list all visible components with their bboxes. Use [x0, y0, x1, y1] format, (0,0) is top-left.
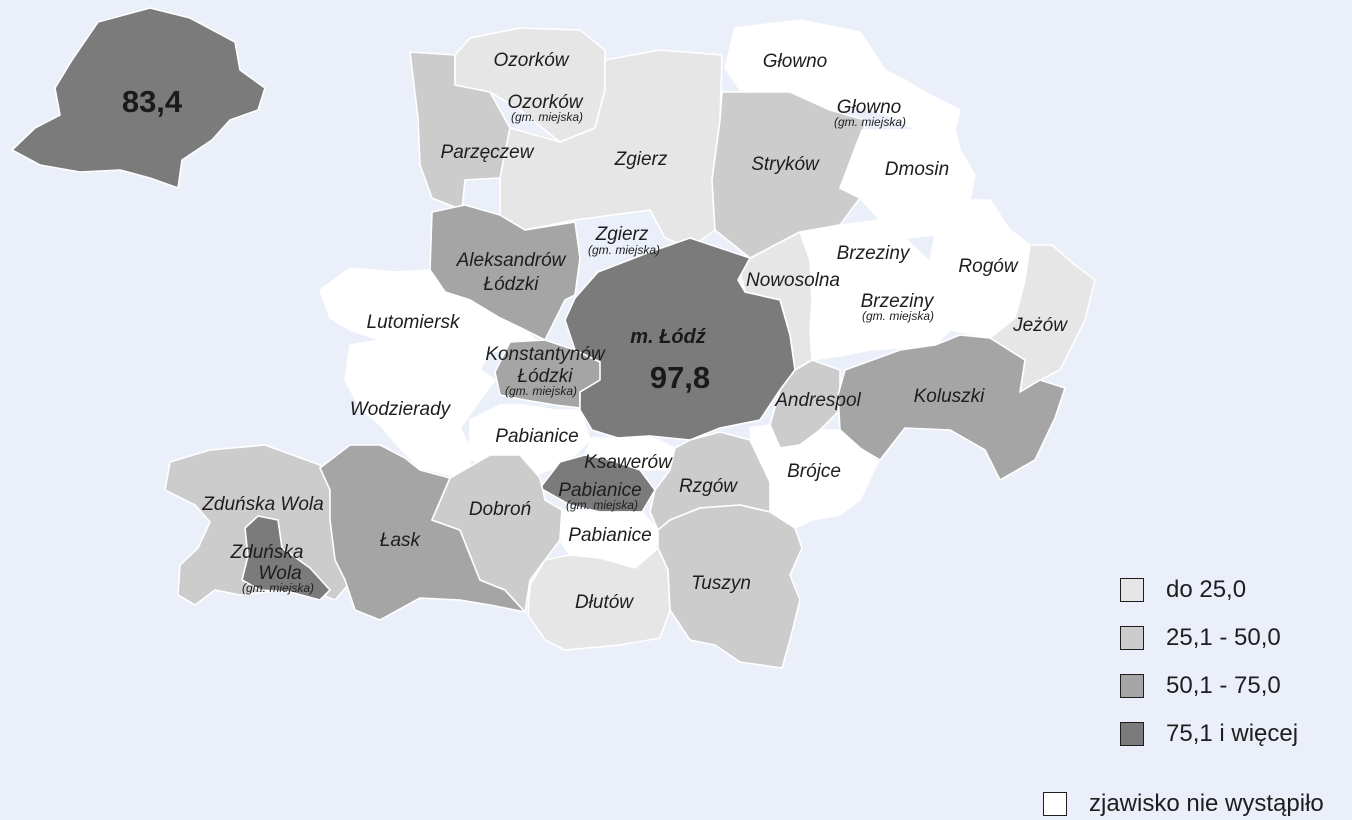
legend-label-class-1: do 25,0	[1166, 576, 1247, 603]
legend-item-class-2: 25,1 - 50,0	[1120, 614, 1298, 662]
label-lask: Łask	[380, 530, 422, 551]
label-rogow: Rogów	[958, 256, 1018, 277]
region-m-lodz[interactable]	[564, 237, 796, 441]
sublabel-zdunska-m: (gm. miejska)	[242, 581, 314, 595]
legend-label-no-data: zjawisko nie wystąpiło	[1089, 790, 1324, 817]
label-zgierz-m: Zgierz	[595, 224, 649, 245]
inset-value-label: 83,4	[122, 84, 183, 119]
region-brzeziny[interactable]	[799, 219, 951, 361]
region-dlutow[interactable]	[527, 547, 671, 651]
sublabel-brzeziny-m: (gm. miejska)	[862, 309, 934, 323]
label-city-value: 97,8	[650, 360, 710, 395]
legend-no-data: zjawisko nie wystąpiło	[1043, 790, 1324, 818]
legend-swatch-class-1	[1120, 578, 1144, 602]
label-tuszyn: Tuszyn	[691, 573, 751, 594]
label-city-name: m. Łódź	[630, 326, 707, 348]
label-nowosolna: Nowosolna	[746, 270, 840, 291]
label-konstantynow-1: Konstantynów	[485, 344, 606, 365]
sublabel-ozorkow-m: (gm. miejska)	[511, 110, 583, 124]
label-strykow: Stryków	[751, 154, 820, 175]
map-legend: do 25,0 25,1 - 50,0 50,1 - 75,0 75,1 i w…	[1120, 566, 1298, 758]
region-tuszyn[interactable]	[657, 504, 803, 669]
label-lutomiersk: Lutomiersk	[367, 312, 461, 333]
region-dobron[interactable]	[431, 454, 563, 613]
legend-swatch-class-3	[1120, 674, 1144, 698]
label-glowno: Głowno	[763, 51, 827, 72]
region-zdunska-wola-gmina-miejska[interactable]	[241, 515, 331, 601]
legend-item-class-4: 75,1 i więcej	[1120, 710, 1298, 758]
sublabel-pabianice-m: (gm. miejska)	[566, 498, 638, 512]
label-jezow: Jeżów	[1012, 315, 1068, 336]
legend-item-class-3: 50,1 - 75,0	[1120, 662, 1298, 710]
label-pabianice-w: Pabianice	[495, 426, 578, 447]
region-pabianice-gmina-miejska[interactable]	[539, 454, 656, 513]
label-brojce: Brójce	[787, 461, 841, 482]
sublabel-zgierz-m: (gm. miejska)	[588, 243, 660, 257]
label-koluszki: Koluszki	[914, 386, 986, 407]
label-zdunska: Zduńska Wola	[201, 494, 323, 515]
label-zgierz: Zgierz	[614, 149, 668, 170]
legend-label-class-2: 25,1 - 50,0	[1166, 624, 1281, 651]
label-dobron: Dobroń	[469, 499, 531, 520]
label-brzeziny: Brzeziny	[837, 243, 911, 264]
legend-label-class-4: 75,1 i więcej	[1166, 720, 1299, 747]
label-aleksandrow-2: Łódzki	[484, 274, 540, 295]
label-ozorkow-m: Ozorków	[508, 92, 584, 113]
label-brzeziny-m: Brzeziny	[861, 291, 935, 312]
region-parzeczew[interactable]	[409, 51, 511, 211]
label-zdunska-m-2: Wola	[258, 563, 301, 584]
sublabel-konstantynow: (gm. miejska)	[505, 384, 577, 398]
label-rzgow: Rzgów	[679, 476, 738, 497]
label-pabianice-s: Pabianice	[568, 525, 651, 546]
label-glowno-m: Głowno	[837, 97, 901, 118]
label-aleksandrow-1: Aleksandrów	[456, 250, 567, 271]
label-ozorkow: Ozorków	[494, 50, 570, 71]
label-konstantynow-2: Łódzki	[518, 366, 574, 387]
label-ksawerow: Ksawerów	[584, 452, 673, 473]
sublabel-glowno-m: (gm. miejska)	[834, 115, 906, 129]
legend-swatch-class-4	[1120, 722, 1144, 746]
legend-item-class-1: do 25,0	[1120, 566, 1298, 614]
label-dlutow: Dłutów	[575, 592, 634, 613]
label-wodzierady: Wodzierady	[350, 399, 452, 420]
legend-label-class-3: 50,1 - 75,0	[1166, 672, 1281, 699]
label-pabianice-m: Pabianice	[558, 480, 641, 501]
legend-swatch-no-data	[1043, 792, 1067, 816]
label-andrespol: Andrespol	[774, 390, 861, 411]
label-parzeczew: Parzęczew	[441, 142, 535, 163]
legend-swatch-class-2	[1120, 626, 1144, 650]
inset-region-silhouette	[11, 7, 266, 189]
label-zdunska-m-1: Zduńska	[230, 542, 304, 563]
label-dmosin: Dmosin	[885, 159, 949, 180]
